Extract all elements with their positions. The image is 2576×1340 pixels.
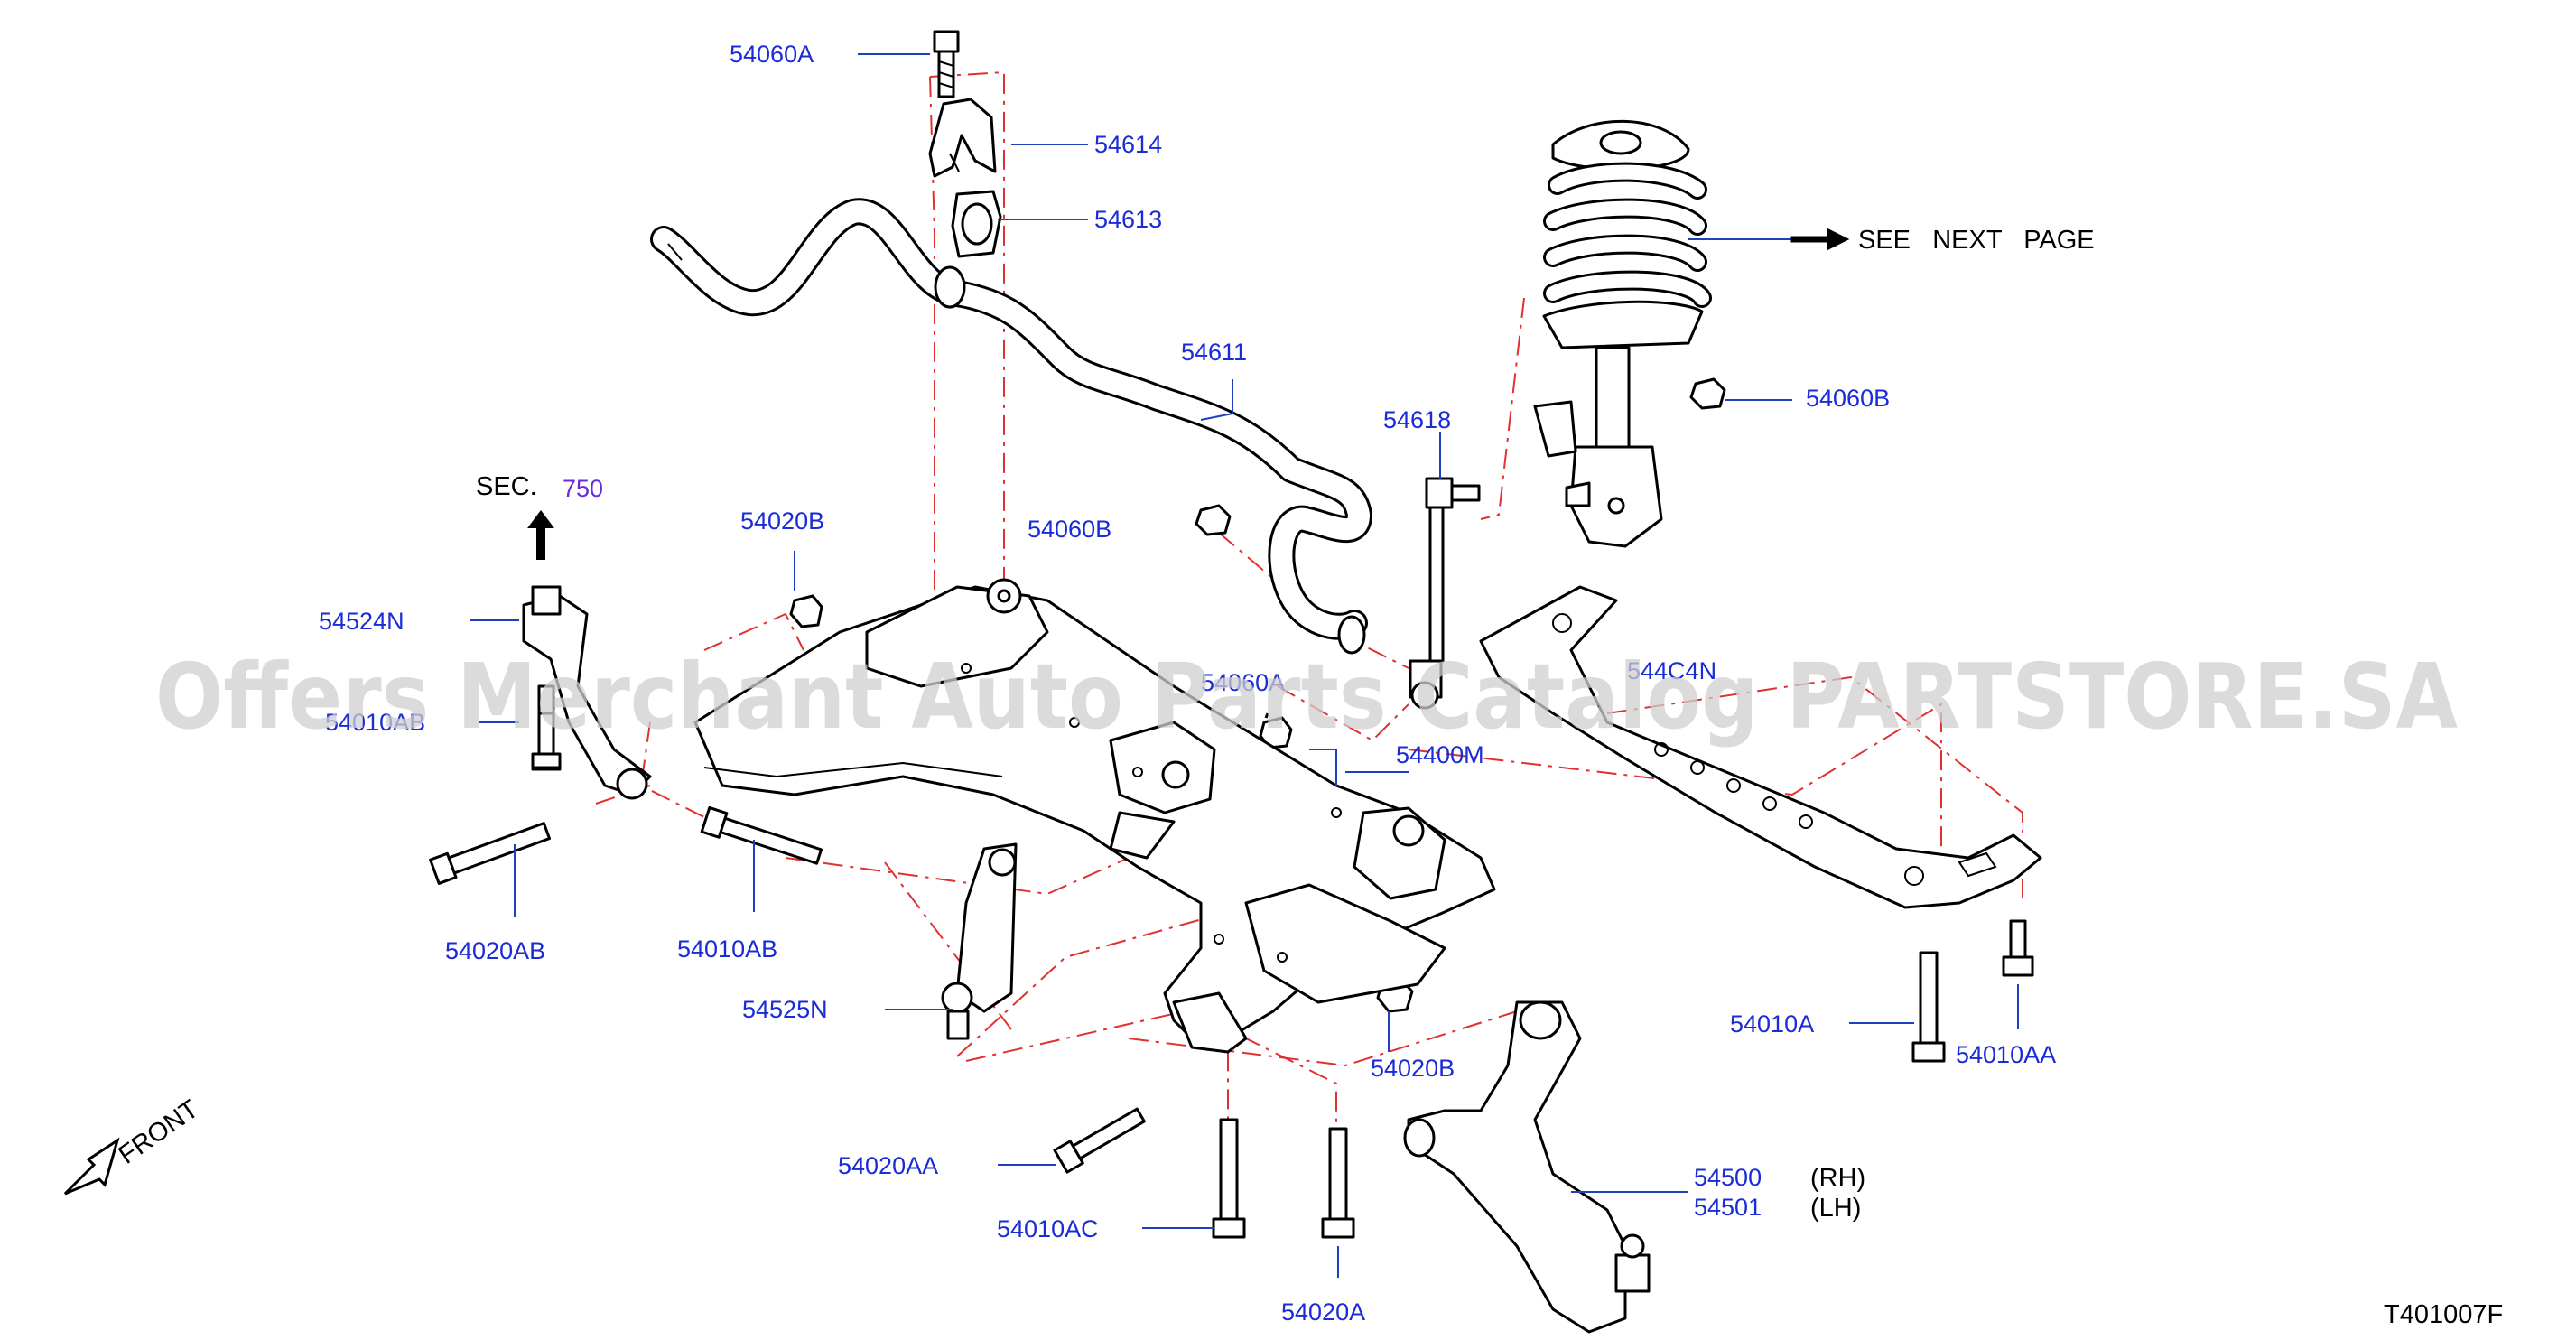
label-54501[interactable]: 54501 bbox=[1694, 1194, 1762, 1221]
stabilizer-bar bbox=[650, 198, 1372, 655]
label-54500[interactable]: 54500 bbox=[1694, 1164, 1762, 1191]
subframe bbox=[693, 578, 1496, 1054]
label-54010A[interactable]: 54010A bbox=[1730, 1010, 1814, 1038]
nuts bbox=[789, 377, 1726, 1013]
label-54525N[interactable]: 54525N bbox=[742, 996, 828, 1023]
sec-prefix: SEC. bbox=[476, 472, 537, 501]
link-54525N bbox=[941, 842, 1018, 1040]
arrow-right-icon bbox=[1790, 228, 1850, 251]
label-54020AB[interactable]: 54020AB bbox=[445, 937, 545, 964]
label-54618[interactable]: 54618 bbox=[1383, 406, 1451, 433]
see-next-page-link[interactable]: SEE NEXT PAGE bbox=[1858, 226, 2095, 255]
label-54060A-top[interactable]: 54060A bbox=[730, 41, 814, 68]
label-54010AB-left[interactable]: 54010AB bbox=[325, 709, 425, 736]
label-54060B-strut[interactable]: 54060B bbox=[1806, 385, 1890, 412]
reference-text: (RH) (LH) SEE NEXT PAGE SEC. 750 FRONT T… bbox=[114, 226, 2504, 1329]
label-54400M[interactable]: 54400M bbox=[1396, 741, 1484, 768]
lower-arm bbox=[1403, 1000, 1651, 1334]
strut-assembly bbox=[1533, 119, 1712, 548]
sec-750-link[interactable]: 750 bbox=[563, 475, 603, 502]
bolt-54060A-top bbox=[933, 30, 960, 98]
label-54010AA[interactable]: 54010AA bbox=[1956, 1041, 2056, 1068]
reinforcement-bar bbox=[1479, 585, 2042, 909]
label-54020B-top[interactable]: 54020B bbox=[740, 507, 824, 535]
part-labels: 54060A 54614 54613 54611 54618 54060B 54… bbox=[319, 41, 2056, 1326]
label-54060A-mid[interactable]: 54060A bbox=[1201, 669, 1285, 696]
label-544C4N[interactable]: 544C4N bbox=[1627, 657, 1716, 684]
label-54614[interactable]: 54614 bbox=[1094, 131, 1162, 158]
side-rh: (RH) bbox=[1810, 1164, 1865, 1193]
stabilizer-link bbox=[1409, 477, 1481, 710]
watermark: Offers Merchant Auto Parts Catalog PARTS… bbox=[155, 644, 2458, 749]
arrow-up-icon bbox=[527, 510, 554, 560]
label-54060B-mid[interactable]: 54060B bbox=[1028, 516, 1111, 543]
label-54010AB[interactable]: 54010AB bbox=[677, 935, 777, 963]
label-54524N[interactable]: 54524N bbox=[319, 608, 405, 635]
diagram-id: T401007F bbox=[2384, 1300, 2503, 1329]
front-label: FRONT bbox=[114, 1094, 204, 1170]
side-lh: (LH) bbox=[1810, 1194, 1861, 1223]
label-54020AA[interactable]: 54020AA bbox=[838, 1152, 938, 1179]
label-54020B-low[interactable]: 54020B bbox=[1371, 1055, 1455, 1082]
label-54613[interactable]: 54613 bbox=[1094, 206, 1162, 233]
bushing-and-clamp bbox=[928, 98, 1002, 258]
front-arrow-icon bbox=[63, 1137, 120, 1196]
leader-lines bbox=[470, 53, 2019, 1278]
label-54020A[interactable]: 54020A bbox=[1281, 1298, 1365, 1326]
label-54010AC[interactable]: 54010AC bbox=[997, 1215, 1099, 1242]
bolts bbox=[429, 712, 2034, 1239]
label-54611[interactable]: 54611 bbox=[1181, 339, 1247, 366]
